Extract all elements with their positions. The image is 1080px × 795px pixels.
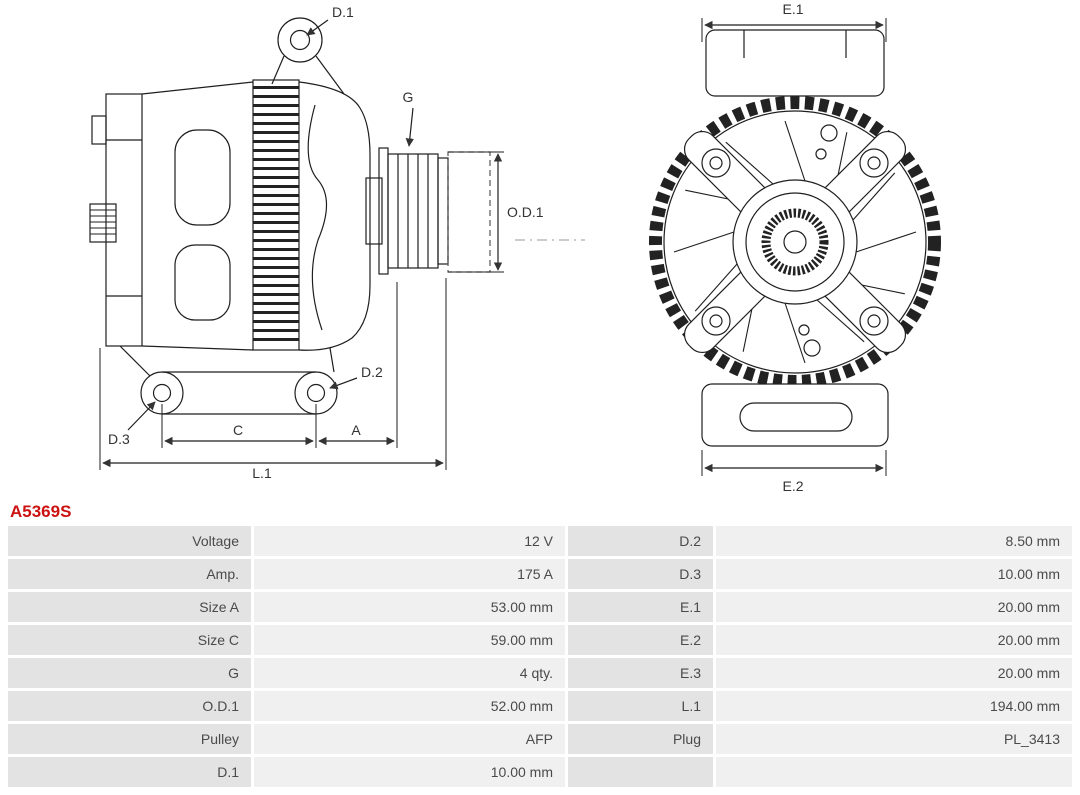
- side-view: D.1 G O.D.1 D.2 D.3 C A L.1: [89, 4, 585, 481]
- dim-label-d3: D.3: [108, 431, 130, 447]
- spec-label-cell: E.2: [568, 625, 713, 655]
- spec-value-cell: 20.00 mm: [716, 658, 1072, 688]
- spec-label-cell: Size C: [8, 625, 251, 655]
- spec-label-cell: G: [8, 658, 251, 688]
- spec-value-cell: 20.00 mm: [716, 625, 1072, 655]
- spec-label-cell: Voltage: [8, 526, 251, 556]
- spec-label-cell: D.1: [8, 757, 251, 787]
- spec-value-cell: PL_3413: [716, 724, 1072, 754]
- spec-value-cell: 59.00 mm: [254, 625, 565, 655]
- front-view: E.1 E.2: [649, 1, 941, 494]
- alternator-technical-drawing: D.1 G O.D.1 D.2 D.3 C A L.1: [89, 1, 941, 494]
- spec-value-cell: 10.00 mm: [254, 757, 565, 787]
- spec-value-cell: 53.00 mm: [254, 592, 565, 622]
- spec-value-cell: AFP: [254, 724, 565, 754]
- spec-label-cell: [568, 757, 713, 787]
- spec-label-cell: L.1: [568, 691, 713, 721]
- spec-label-cell: O.D.1: [8, 691, 251, 721]
- spec-value-cell: 12 V: [254, 526, 565, 556]
- dim-label-l1: L.1: [252, 465, 272, 481]
- spec-label-cell: D.3: [568, 559, 713, 589]
- spec-value-cell: 8.50 mm: [716, 526, 1072, 556]
- dim-label-e1: E.1: [782, 1, 803, 17]
- dim-label-d2: D.2: [361, 364, 383, 380]
- spec-label-cell: Plug: [568, 724, 713, 754]
- spec-label-cell: Size A: [8, 592, 251, 622]
- spec-table: Voltage 12 V D.2 8.50 mm Amp. 175 A D.3 …: [8, 526, 1072, 787]
- dim-label-c: C: [233, 422, 243, 438]
- part-number: A5369S: [10, 502, 72, 521]
- spec-value-cell: 52.00 mm: [254, 691, 565, 721]
- spec-value-cell: 194.00 mm: [716, 691, 1072, 721]
- spec-label-cell: D.2: [568, 526, 713, 556]
- dim-label-e2: E.2: [782, 478, 803, 494]
- spec-value-cell: [716, 757, 1072, 787]
- spec-label-cell: E.1: [568, 592, 713, 622]
- spec-label-cell: Amp.: [8, 559, 251, 589]
- dim-label-od1: O.D.1: [507, 204, 544, 220]
- dim-label-a: A: [351, 422, 361, 438]
- spec-label-cell: E.3: [568, 658, 713, 688]
- spec-value-cell: 20.00 mm: [716, 592, 1072, 622]
- dim-label-g: G: [403, 89, 414, 105]
- spec-value-cell: 4 qty.: [254, 658, 565, 688]
- spec-value-cell: 175 A: [254, 559, 565, 589]
- spec-label-cell: Pulley: [8, 724, 251, 754]
- spec-value-cell: 10.00 mm: [716, 559, 1072, 589]
- dim-label-d1: D.1: [332, 4, 354, 20]
